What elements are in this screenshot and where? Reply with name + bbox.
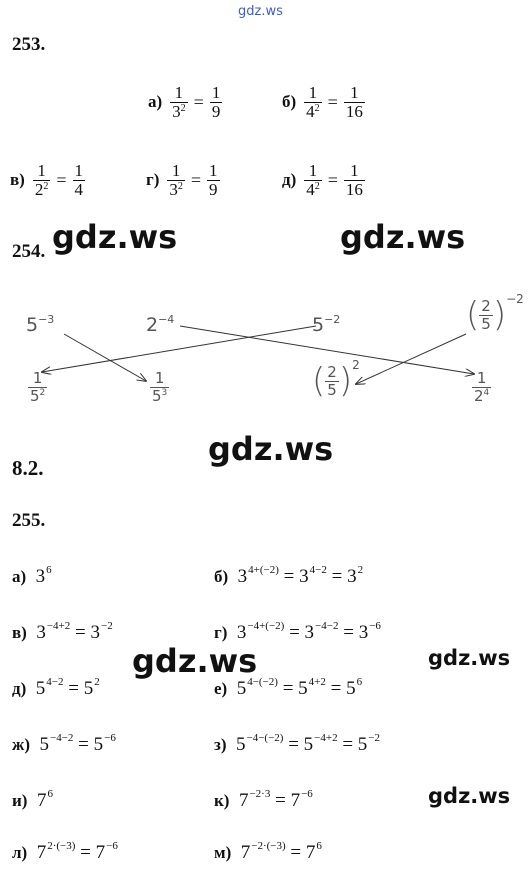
arrow-25m2-to-25sq [356,333,467,384]
numerator: 1 [37,161,46,180]
arrow-5m2-to-1-over-5sq [42,325,317,372]
denominator: 9 [207,179,220,199]
section-8-2-number: 8.2. [12,456,44,480]
denominator: 42 [304,101,322,121]
item-label: в) [10,170,25,190]
equals-sign: = [327,169,338,190]
p255-item-l: л) 72·(−3) = 7−6 [12,840,118,863]
item-label: г) [146,170,160,190]
denominator: 16 [343,179,365,199]
denominator: 4 [72,179,85,199]
watermark: gdz.ws [428,646,511,670]
denominator: 9 [209,101,223,121]
equals-sign: = [327,91,338,112]
numerator: 1 [171,161,181,180]
item-label: а) [148,92,163,112]
numerator: 1 [308,161,318,180]
denominator: 22 [32,179,51,199]
p255-item-z: з) 5−4−(−2) = 5−4+2 = 5−2 [214,732,381,755]
numerator: 1 [350,83,359,102]
denominator: 32 [170,101,188,121]
numerator: 1 [308,83,318,102]
p255-item-g: г) 3−4+(−2) = 3−4−2 = 3−6 [214,620,381,643]
p255-item-i: и) 76 [12,788,53,811]
numerator: 1 [209,161,218,180]
arrow-5m3-to-1-over-5cube [63,333,146,381]
p255-item-b: б) 34+(−2) = 34−2 = 32 [214,564,364,587]
problem-254-number: 254. [12,241,46,262]
numerator: 1 [74,161,84,180]
watermark: gdz.ws [428,784,511,808]
watermark: gdz.ws [132,642,258,680]
equals-sign: = [193,91,204,112]
p255-item-e: е) 54−(−2) = 54+2 = 56 [214,676,363,699]
item-label: б) [282,92,297,112]
numerator: 1 [211,83,221,102]
problem-255-number: 255. [12,510,46,531]
p255-item-m: м) 7−2·(−3) = 76 [214,840,322,863]
problem-253-number: 253. [12,34,46,55]
p255-item-zh: ж) 5−4−2 = 5−6 [12,732,116,755]
top-watermark: gdz.ws [238,4,283,19]
p255-item-d: д) 54−2 = 52 [12,676,100,699]
numerator: 1 [174,83,184,102]
arrow-2m4-to-1-over-2pow4 [179,325,474,374]
denominator: 42 [304,179,322,199]
p255-item-v: в) 3−4+2 = 3−2 [12,620,113,643]
equals-sign: = [190,169,202,190]
numerator: 1 [350,161,359,180]
power-5-neg2: 5−2 [312,313,341,336]
denominator: 32 [167,179,185,199]
watermark: gdz.ws [208,430,334,468]
p255-item-a: а) 36 [12,564,52,587]
watermark: gdz.ws [52,218,178,256]
denominator: 16 [343,101,365,121]
power-5-neg3: 5−3 [26,313,55,336]
equals-sign: = [56,169,67,190]
item-label: д) [282,170,297,190]
p255-item-k: к) 7−2·3 = 7−6 [214,788,313,811]
power-2-neg4: 2−4 [146,313,175,336]
watermark: gdz.ws [340,218,466,256]
